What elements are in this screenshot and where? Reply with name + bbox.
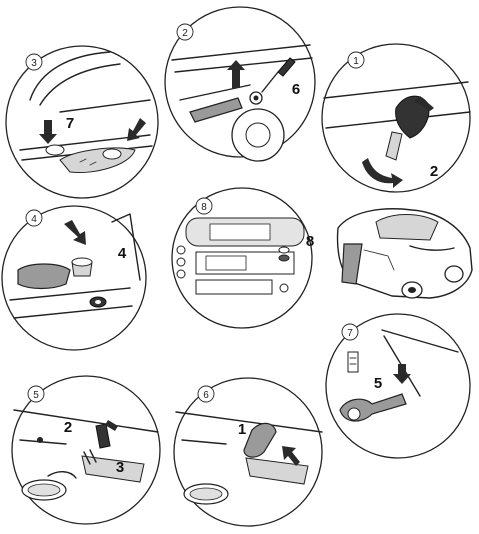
panel-2-number: 2	[182, 28, 188, 39]
panel-2: 2 6	[164, 6, 316, 162]
panel-8: 8 8	[171, 187, 314, 329]
panel-7-callout-5: 5	[374, 375, 382, 392]
screwdriver-handle	[277, 57, 296, 77]
hand-icon	[395, 95, 430, 139]
panel-4-frame	[1, 205, 147, 351]
panel-4-callout-4: 4	[118, 245, 127, 262]
panel-1-callout-2: 2	[430, 163, 438, 180]
panel-8-number-badge	[195, 197, 213, 215]
panel-5-callout-2: 2	[64, 419, 72, 436]
panel-7-number: 7	[347, 328, 353, 339]
panel-5-rotation-arrow	[105, 420, 118, 431]
panel-1-number: 1	[353, 56, 359, 67]
panel-3-number-badge	[25, 53, 43, 71]
panel-7-frame	[325, 313, 471, 459]
panel-6-number: 6	[203, 390, 209, 401]
panel-2-callout-6: 6	[292, 81, 300, 98]
panel-3-arrow-left	[39, 120, 57, 144]
panel-5-callout-3: 3	[116, 459, 124, 476]
panel-5-number-badge	[27, 385, 45, 403]
panel-4-number-badge	[25, 209, 43, 227]
rotation-arrow-icon	[414, 96, 434, 111]
radio-unit-icon	[176, 217, 305, 295]
panel-7-arrow-down	[393, 364, 411, 384]
panel-6-callout-1: 1	[238, 421, 246, 438]
panel-1-arrow-down	[362, 158, 403, 188]
panel-7-number-badge	[341, 323, 359, 341]
panel-5-number: 5	[33, 390, 39, 401]
panel-4-arrow-down	[64, 220, 86, 245]
panel-2-number-badge	[176, 23, 194, 41]
panel-4: 4 4	[1, 205, 147, 351]
panel-1-number-badge	[347, 51, 365, 69]
car-icon	[336, 208, 473, 299]
panel-3-callout-7: 7	[66, 115, 74, 132]
panel-5: 5 2 3	[11, 375, 161, 525]
panel-3: 3 7	[5, 45, 159, 199]
grip-handle	[243, 422, 277, 458]
panel-3-arrow-right	[127, 118, 146, 141]
panel-2-arrow-up	[227, 60, 245, 88]
panel-1: 1 2	[321, 43, 471, 193]
panel-6-arrow	[282, 446, 300, 466]
panel-6: 6 1	[173, 377, 323, 527]
panel-3-number: 3	[31, 58, 37, 69]
panel-7: 7 5	[325, 313, 471, 459]
panel-6-number-badge	[197, 385, 215, 403]
panel-4-number: 4	[31, 214, 37, 225]
panel-8-callout-8: 8	[306, 233, 314, 250]
panel-8-number: 8	[201, 202, 207, 213]
panel-3-frame	[5, 45, 159, 199]
